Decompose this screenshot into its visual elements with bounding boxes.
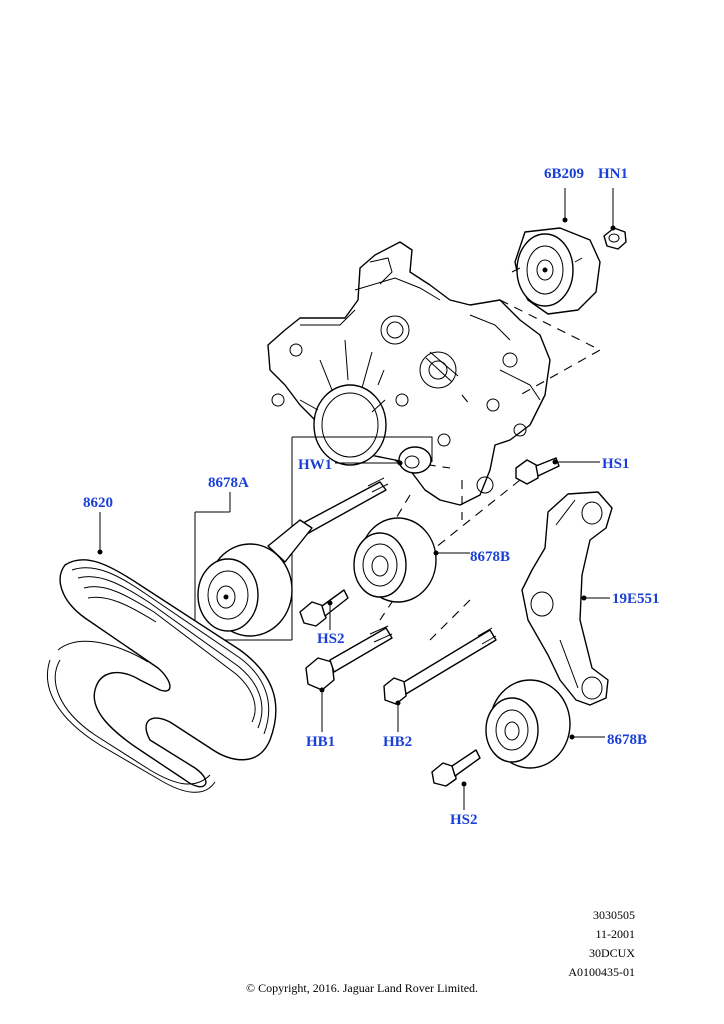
leader-lines xyxy=(97,188,616,810)
label-bolt-2[interactable]: HB2 xyxy=(383,734,412,750)
pivot-bolt-part xyxy=(267,477,389,563)
idler-pulley-middle-part xyxy=(353,517,437,603)
label-screw-left[interactable]: HS2 xyxy=(317,631,345,647)
label-bolt-1[interactable]: HB1 xyxy=(306,734,335,750)
tensioner-part xyxy=(511,227,601,315)
label-tensioner[interactable]: 6B209 xyxy=(544,166,584,182)
reference-line-1: 3030505 xyxy=(593,908,635,922)
label-screw-bottom[interactable]: HS2 xyxy=(450,812,478,828)
pulley-8678a-part xyxy=(197,543,293,637)
reference-line-3: 30DCUX xyxy=(588,946,635,960)
screw-hs2-bottom-part xyxy=(431,749,481,787)
reference-line-2: 11-2001 xyxy=(595,927,635,941)
label-idler-pulley-lower[interactable]: 8678B xyxy=(607,732,647,748)
reference-block: 3030505 11-2001 30DCUX A0100435-01 xyxy=(515,906,635,982)
label-bolt-top-right[interactable]: HS1 xyxy=(602,456,630,472)
engine-front-cover xyxy=(267,241,551,506)
copyright-notice: © Copyright, 2016. Jaguar Land Rover Lim… xyxy=(245,981,479,995)
label-tensioner-nut[interactable]: HN1 xyxy=(598,166,628,182)
idler-pulley-lower-part xyxy=(485,679,571,769)
label-pulley-assy-upper[interactable]: 8678A xyxy=(208,475,249,491)
reference-line-4: A0100435-01 xyxy=(568,965,635,979)
bolt-hb2-part xyxy=(383,627,497,705)
bolt-hb1-part xyxy=(305,625,393,691)
drive-belt-part xyxy=(46,559,277,793)
label-washer[interactable]: HW1 xyxy=(298,457,332,473)
label-bracket[interactable]: 19E551 xyxy=(612,591,660,607)
label-idler-pulley-middle[interactable]: 8678B xyxy=(470,549,510,565)
washer-part xyxy=(398,446,432,474)
tensioner-nut-part xyxy=(603,227,627,250)
label-drive-belt[interactable]: 8620 xyxy=(83,495,113,511)
screw-hs2-left-part xyxy=(299,589,349,627)
bracket-19e551-part xyxy=(521,491,613,706)
